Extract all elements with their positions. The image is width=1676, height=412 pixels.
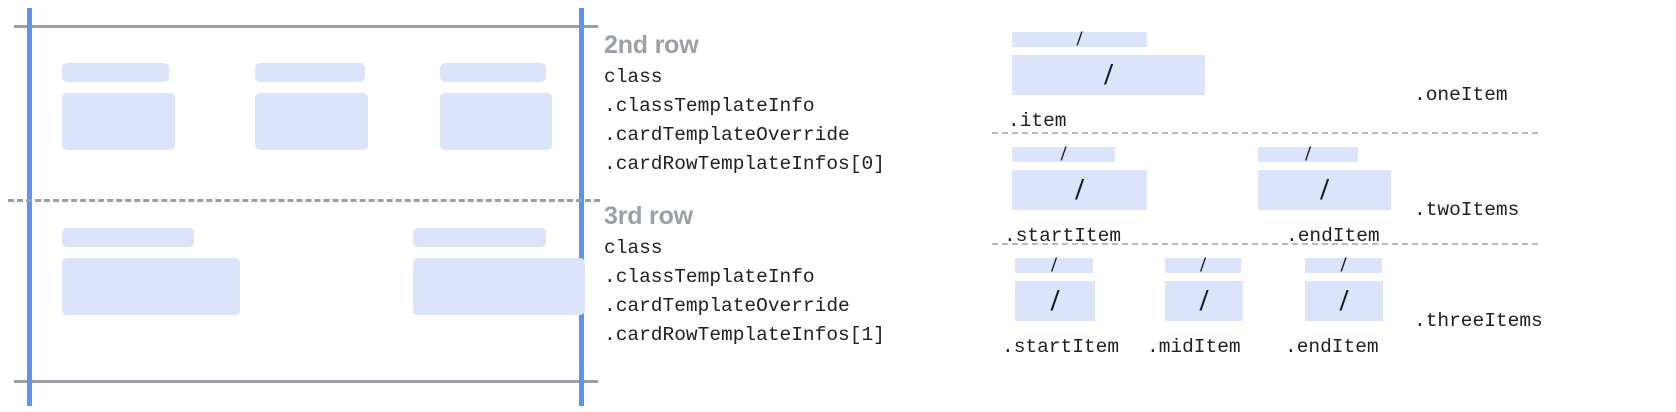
variant-stage: / / / / .startItem .endItem	[990, 137, 1410, 249]
placeholder-box	[440, 93, 552, 150]
item-column: / /	[1012, 141, 1147, 210]
item-column: / /	[1305, 252, 1383, 321]
placeholder-box	[62, 258, 240, 315]
item-label: .endItem	[1286, 225, 1380, 247]
slash-glyph: /	[1076, 26, 1083, 50]
item-bar: /	[1305, 252, 1382, 276]
item-label: .item	[1008, 110, 1067, 132]
item-label: .startItem	[1004, 225, 1122, 247]
placeholder-box	[413, 258, 585, 315]
item-box: /	[1012, 170, 1147, 210]
variant-two-items: / / / / .startItem .endItem .twoItems	[990, 137, 1676, 249]
item-box: /	[1012, 55, 1205, 95]
placeholder-box	[255, 93, 368, 150]
card-top-edge-line	[14, 25, 598, 28]
item-box: /	[1015, 281, 1095, 321]
variant-stage: / / .item	[990, 22, 1410, 134]
item-box: /	[1165, 281, 1243, 321]
row2-column-3-placeholder	[440, 63, 552, 150]
variant-one-item: / / .item .oneItem	[990, 22, 1676, 134]
variant-name: .oneItem	[1414, 84, 1508, 106]
item-label: .midItem	[1147, 336, 1241, 358]
placeholder-box	[62, 93, 175, 150]
item-box: /	[1305, 281, 1383, 321]
item-bar: /	[1012, 141, 1115, 165]
item-label: .endItem	[1285, 336, 1379, 358]
item-bar: /	[1258, 141, 1358, 165]
slash-glyph: /	[1104, 55, 1113, 91]
slash-glyph: /	[1200, 252, 1206, 276]
row-spec-title: 2nd row	[604, 31, 699, 59]
row-spec-class-path: class .classTemplateInfo .cardTemplateOv…	[604, 237, 885, 346]
row-spec-class-path: class .classTemplateInfo .cardTemplateOv…	[604, 66, 885, 175]
card-bottom-edge-line	[14, 380, 598, 383]
slash-glyph: /	[1060, 141, 1067, 165]
placeholder-bar	[440, 63, 546, 82]
row-spec-3rd-row: 3rd row class .classTemplateInfo .cardTe…	[604, 199, 885, 350]
placeholder-bar	[62, 228, 194, 247]
placeholder-bar	[62, 63, 169, 82]
item-template-variants: / / .item .oneItem / / /	[990, 0, 1676, 412]
row2-column-2-placeholder	[255, 63, 368, 150]
variant-name: .twoItems	[1414, 199, 1520, 221]
slash-glyph: /	[1050, 281, 1060, 317]
item-column: / /	[1258, 141, 1391, 210]
card-right-bound-line	[579, 8, 584, 406]
row3-column-1-placeholder	[62, 228, 240, 315]
row-spec-title: 3rd row	[604, 202, 693, 230]
row-specifications: 2nd row class .classTemplateInfo .cardTe…	[604, 0, 1004, 412]
item-box: /	[1258, 170, 1391, 210]
item-bar: /	[1012, 26, 1147, 50]
card-row-divider	[8, 199, 600, 202]
variant-divider	[992, 132, 1538, 134]
item-label: .startItem	[1002, 336, 1120, 358]
variant-divider	[992, 243, 1538, 245]
placeholder-bar	[413, 228, 546, 247]
variant-stage: / / / / / /	[990, 248, 1410, 360]
item-bar: /	[1165, 252, 1241, 276]
variant-three-items: / / / / / /	[990, 248, 1676, 368]
card-frame-diagram	[0, 0, 600, 412]
slash-glyph: /	[1199, 281, 1209, 317]
row3-column-2-placeholder	[413, 228, 585, 315]
variant-name: .threeItems	[1414, 310, 1543, 332]
row2-column-1-placeholder	[62, 63, 175, 150]
item-column: / /	[1015, 252, 1095, 321]
slash-glyph: /	[1305, 141, 1311, 165]
slash-glyph: /	[1320, 170, 1329, 206]
row-spec-2nd-row: 2nd row class .classTemplateInfo .cardTe…	[604, 28, 885, 179]
card-left-bound-line	[27, 8, 32, 406]
placeholder-bar	[255, 63, 365, 82]
slash-glyph: /	[1075, 170, 1084, 206]
item-column: / /	[1012, 26, 1205, 95]
slash-glyph: /	[1339, 281, 1349, 317]
slash-glyph: /	[1340, 252, 1347, 276]
slash-glyph: /	[1051, 252, 1057, 276]
item-column: / /	[1165, 252, 1243, 321]
item-bar: /	[1015, 252, 1093, 276]
